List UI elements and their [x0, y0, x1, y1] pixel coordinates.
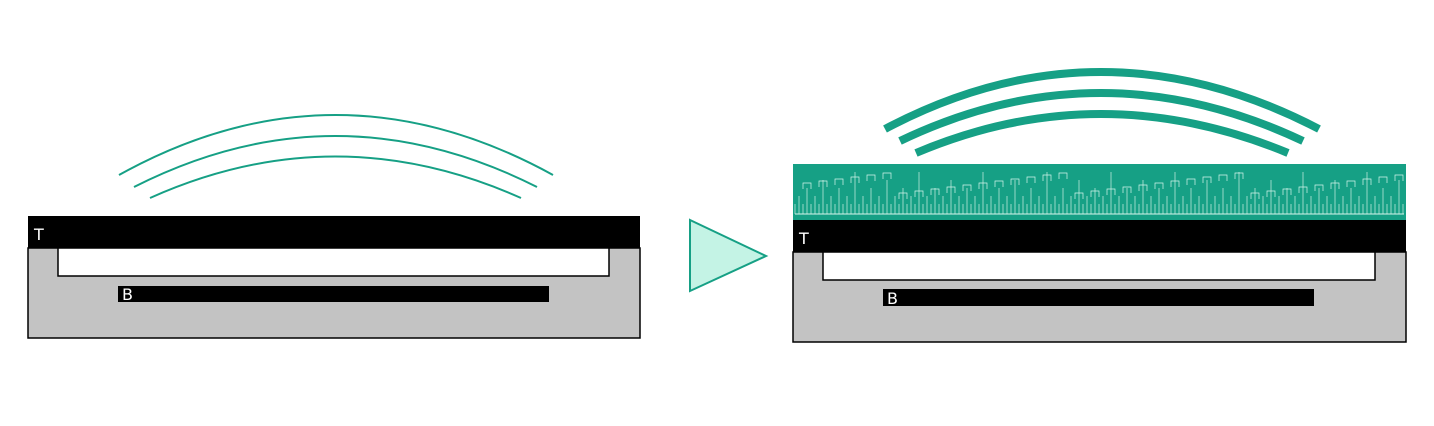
- before-arc-middle: [133, 135, 538, 188]
- ruler-bracket: [946, 186, 956, 193]
- ruler-bracket: [962, 184, 972, 191]
- before-arc-inner: [149, 155, 522, 199]
- after-top-bar: [793, 220, 1406, 252]
- ruler-bracket: [1266, 190, 1276, 197]
- ruler-bracket: [1378, 176, 1388, 183]
- ruler-bracket: [1010, 178, 1020, 185]
- ruler-bracket: [898, 192, 908, 199]
- ruler-bracket: [850, 176, 860, 183]
- after-arc-outer: [883, 68, 1321, 133]
- ruler-bracket: [1314, 184, 1324, 191]
- after-top-label: T: [798, 229, 809, 248]
- before-bottom-bar: [118, 286, 549, 302]
- ruler-bracket: [1058, 172, 1068, 179]
- after-arcs: [883, 68, 1321, 157]
- ruler-ticks: [794, 172, 1404, 215]
- ruler-bracket: [1346, 180, 1356, 187]
- after-panel: T B: [792, 68, 1407, 343]
- after-bottom-bar: [883, 289, 1314, 306]
- ruler-bracket: [930, 188, 940, 195]
- ruler-bracket: [1042, 174, 1052, 181]
- ruler-bracket: [1122, 186, 1132, 193]
- after-slot: [822, 251, 1376, 281]
- play-arrow-icon: [689, 218, 769, 293]
- ruler-bracket: [1362, 178, 1372, 185]
- before-arc-outer: [118, 114, 554, 176]
- ruler-bracket: [1330, 182, 1340, 189]
- ruler-bracket: [818, 180, 828, 187]
- ruler-bracket: [1298, 186, 1308, 193]
- before-bottom-label: B: [122, 285, 133, 304]
- ruler-bracket: [1218, 174, 1228, 181]
- ruler-strip: [793, 164, 1406, 220]
- ruler-bracket: [834, 178, 844, 185]
- after-arc-middle: [898, 89, 1305, 145]
- before-panel: T B: [27, 114, 641, 339]
- ruler-bracket: [1026, 176, 1036, 183]
- ruler-bracket: [914, 190, 924, 197]
- ruler-bracket: [1186, 178, 1196, 185]
- ruler-bracket: [1394, 174, 1404, 181]
- before-arcs: [118, 114, 554, 199]
- ruler-bracket: [978, 182, 988, 189]
- ruler-bracket: [1250, 192, 1260, 199]
- ruler-bracket: [866, 174, 876, 181]
- before-top-bar: [28, 216, 640, 248]
- ruler-bracket: [1154, 182, 1164, 189]
- ruler-bracket: [882, 172, 892, 179]
- ruler-bracket: [994, 180, 1004, 187]
- ruler-bracket: [1074, 192, 1084, 199]
- ruler-bracket: [1170, 180, 1180, 187]
- ruler-bracket: [802, 182, 812, 189]
- ruler-bracket: [1202, 176, 1212, 183]
- after-arc-inner: [914, 110, 1290, 157]
- before-slot: [57, 247, 610, 277]
- after-bottom-label: B: [887, 289, 898, 308]
- ruler-bracket: [1234, 172, 1244, 179]
- ruler-bracket: [1138, 184, 1148, 191]
- ruler-bracket: [1282, 188, 1292, 195]
- before-top-label: T: [33, 225, 44, 244]
- ruler-bracket: [1090, 190, 1100, 197]
- ruler-bracket: [1106, 188, 1116, 195]
